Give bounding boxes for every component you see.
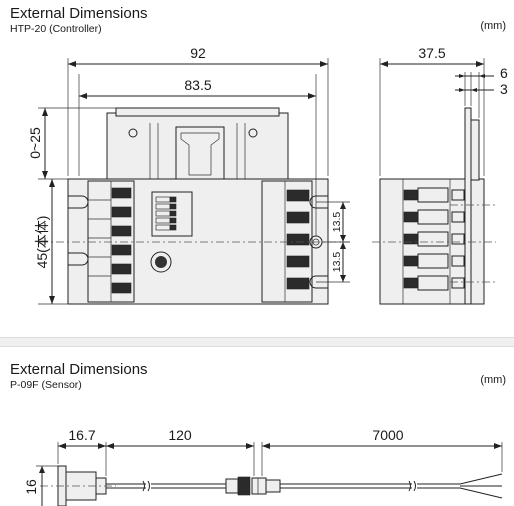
panel-separator — [0, 337, 514, 347]
left-terminals — [88, 187, 132, 294]
sensor-panel: External Dimensions P-09F (Sensor) (mm) — [0, 350, 514, 506]
bracket-window — [180, 132, 220, 176]
dim-16-label: 16 — [23, 479, 39, 495]
dip-switch — [151, 191, 193, 237]
dim-45-label: 45(本体) — [34, 216, 50, 269]
dim-13-5-lower-label: 13.5 — [331, 252, 343, 273]
sensor-cable-long — [280, 473, 503, 499]
right-terminal-block — [261, 180, 313, 303]
controller-subtitle: HTP-20 (Controller) — [10, 23, 102, 35]
connector-plug-a — [237, 476, 251, 496]
dim-13-5-upper-label: 13.5 — [331, 212, 343, 233]
dim-3-label: 3 — [500, 81, 508, 97]
sensor-title: External Dimensions — [10, 361, 148, 378]
dim-83-5-label: 83.5 — [184, 77, 211, 93]
right-terminals — [286, 189, 310, 290]
adjust-knob — [150, 251, 172, 273]
dim-37-5-label: 37.5 — [418, 45, 445, 61]
dim-tab: 6 3 — [455, 65, 508, 118]
sensor-connector — [225, 476, 281, 496]
sensor-unit-label: (mm) — [480, 374, 506, 386]
controller-front-view — [40, 107, 350, 305]
bracket-screw-left — [128, 128, 138, 138]
bracket-top-lip — [115, 107, 280, 117]
dim-body-height: 45(本体) — [34, 179, 68, 305]
sensor-subtitle: P-09F (Sensor) — [10, 379, 82, 391]
side-terminals — [403, 187, 465, 291]
dim-120-label: 120 — [168, 427, 192, 443]
dim-16-7-label: 16.7 — [68, 427, 95, 443]
connector-plug-b — [251, 477, 267, 495]
controller-side-view — [372, 107, 496, 305]
sensor-drawing: 16.7 120 7000 16 — [23, 427, 503, 506]
adjust-knob-center — [155, 256, 167, 268]
bracket-screw-right — [248, 128, 258, 138]
mounting-bracket — [106, 112, 289, 180]
side-bracket-tab — [464, 107, 472, 305]
dip-switch-levers — [155, 196, 177, 231]
controller-unit-label: (mm) — [480, 20, 506, 32]
cable-lead-wires — [459, 473, 503, 499]
dim-pitch: 13.5 13.5 — [316, 201, 350, 283]
controller-panel: External Dimensions HTP-20 (Controller) … — [10, 5, 508, 305]
controller-drawing: 92 83.5 0~25 45(本体) — [27, 45, 508, 305]
sensor-cable-short — [106, 480, 226, 492]
dim-7000-label: 7000 — [372, 427, 403, 443]
dim-6-label: 6 — [500, 65, 508, 81]
dim-0-25-label: 0~25 — [27, 127, 43, 159]
controller-title: External Dimensions — [10, 5, 148, 22]
dim-mount-width: 83.5 — [78, 74, 317, 236]
sensor-head — [40, 465, 116, 506]
dim-top-range: 0~25 — [27, 107, 116, 180]
dim-overall-width: 92 — [67, 45, 329, 176]
dim-sensor-lengths: 16.7 120 7000 — [57, 427, 503, 476]
dim-sensor-diameter: 16 — [23, 465, 58, 506]
dim-92-label: 92 — [190, 45, 206, 61]
